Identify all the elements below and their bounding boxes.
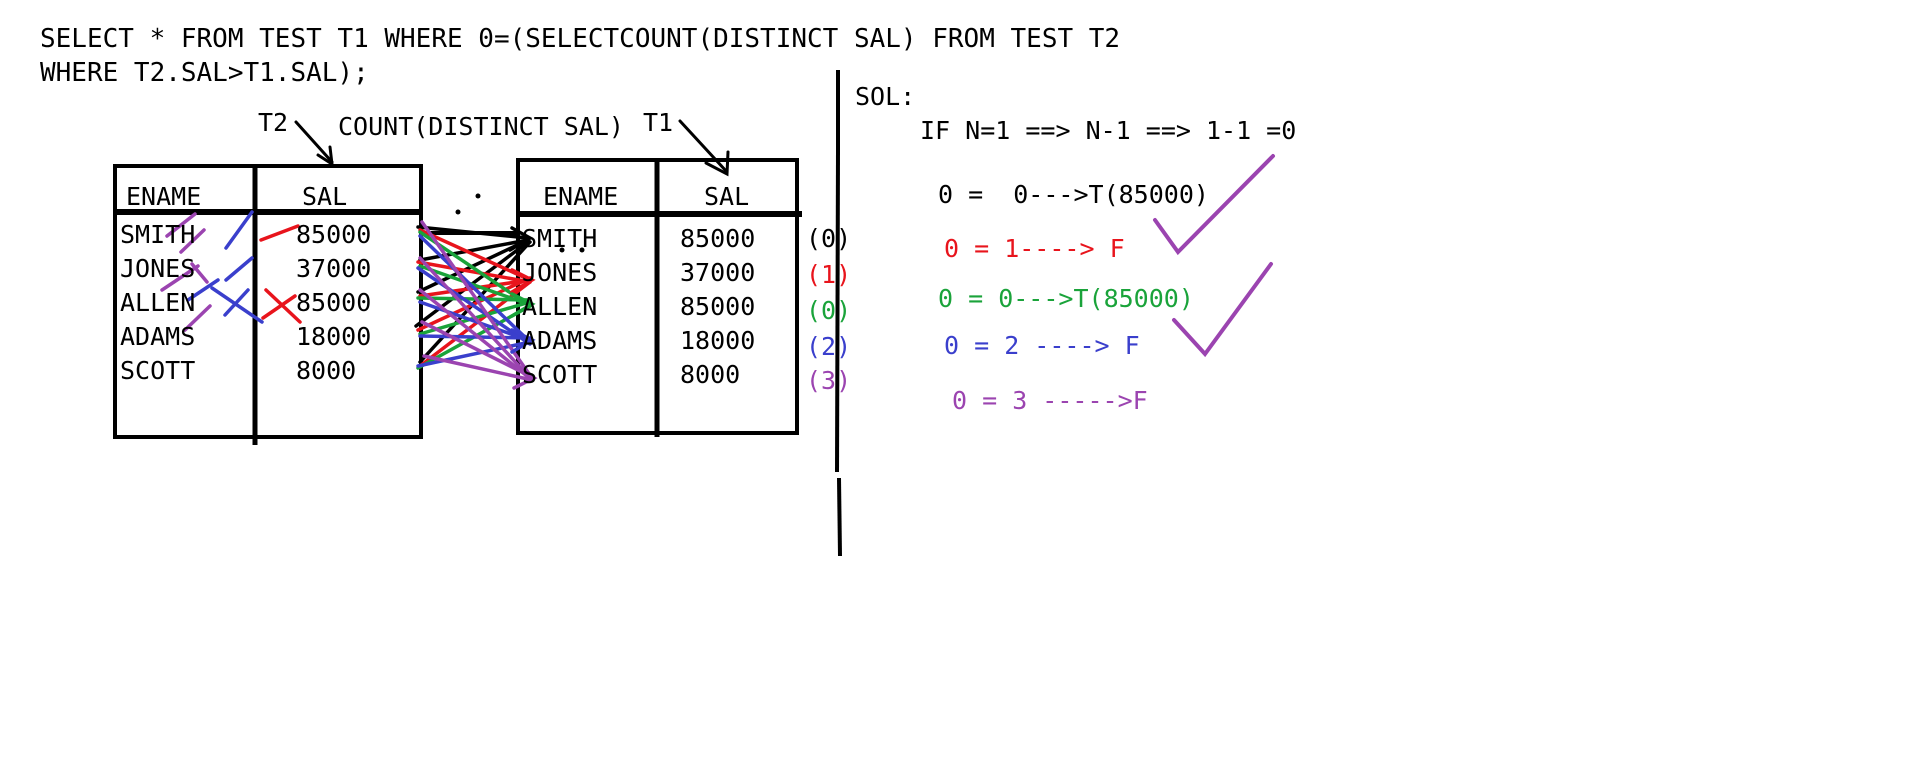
query-line-1: SELECT * FROM TEST T1 WHERE 0=(SELECTCOU… xyxy=(40,24,1121,54)
t2-row-ename: ADAMS xyxy=(120,322,196,351)
t2-row-sal: 18000 xyxy=(296,322,372,351)
t2-row-sal: 85000 xyxy=(296,288,372,317)
strike-marks xyxy=(160,210,302,332)
solution-line: 0 = 3 ----->F xyxy=(952,386,1148,415)
t1-row-count: (1) xyxy=(806,260,852,289)
t2-row-sal: 37000 xyxy=(296,254,372,283)
t1-row-ename: SMITH xyxy=(522,224,598,253)
t2-row-sal: 8000 xyxy=(296,356,357,385)
t1-row-sal: 18000 xyxy=(680,326,756,355)
t1-row-sal: 85000 xyxy=(680,292,756,321)
t1-row-ename: ADAMS xyxy=(522,326,598,355)
solution-line: 0 = 2 ----> F xyxy=(944,331,1140,360)
t1-row-count: (0) xyxy=(806,296,852,325)
solution-heading: SOL: xyxy=(855,82,916,111)
t1-header-sal: SAL xyxy=(704,182,750,211)
t2-header-ename: ENAME xyxy=(126,182,202,211)
solution-line: 0 = 0--->T(85000) xyxy=(938,284,1194,313)
solution-line: 0 = 1----> F xyxy=(944,234,1125,263)
t1-row-count: (0) xyxy=(806,224,852,253)
t1-row-ename: SCOTT xyxy=(522,360,598,389)
t2-row-ename: SMITH xyxy=(120,220,196,249)
t1-row-count: (2) xyxy=(806,332,852,361)
t1-row-sal: 8000 xyxy=(680,360,741,389)
t2-row-ename: ALLEN xyxy=(120,288,196,317)
t1-row-count: (3) xyxy=(806,366,852,395)
check-marks xyxy=(1153,154,1275,358)
t1-row-sal: 37000 xyxy=(680,258,756,287)
solution-rule: IF N=1 ==> N-1 ==> 1-1 =0 xyxy=(920,116,1297,145)
vertical-divider xyxy=(835,70,842,557)
stray-dots xyxy=(455,193,585,253)
comparison-lines xyxy=(414,220,538,390)
t2-row-sal: 85000 xyxy=(296,220,372,249)
t2-header-sal: SAL xyxy=(302,182,348,211)
table-t2-frame xyxy=(113,164,423,445)
t2-label: T2 xyxy=(258,108,289,137)
t1-arrow xyxy=(678,119,730,177)
t1-label: T1 xyxy=(643,108,674,137)
solution-line: 0 = 0--->T(85000) xyxy=(938,180,1209,209)
count-distinct-label: COUNT(DISTINCT SAL) xyxy=(338,112,624,141)
t1-row-ename: JONES xyxy=(522,258,598,287)
t2-row-ename: JONES xyxy=(120,254,196,283)
t1-row-ename: ALLEN xyxy=(522,292,598,321)
t2-arrow xyxy=(294,120,334,167)
t1-row-sal: 85000 xyxy=(680,224,756,253)
query-line-2: WHERE T2.SAL>T1.SAL); xyxy=(40,58,369,88)
t1-header-ename: ENAME xyxy=(543,182,619,211)
t2-row-ename: SCOTT xyxy=(120,356,196,385)
